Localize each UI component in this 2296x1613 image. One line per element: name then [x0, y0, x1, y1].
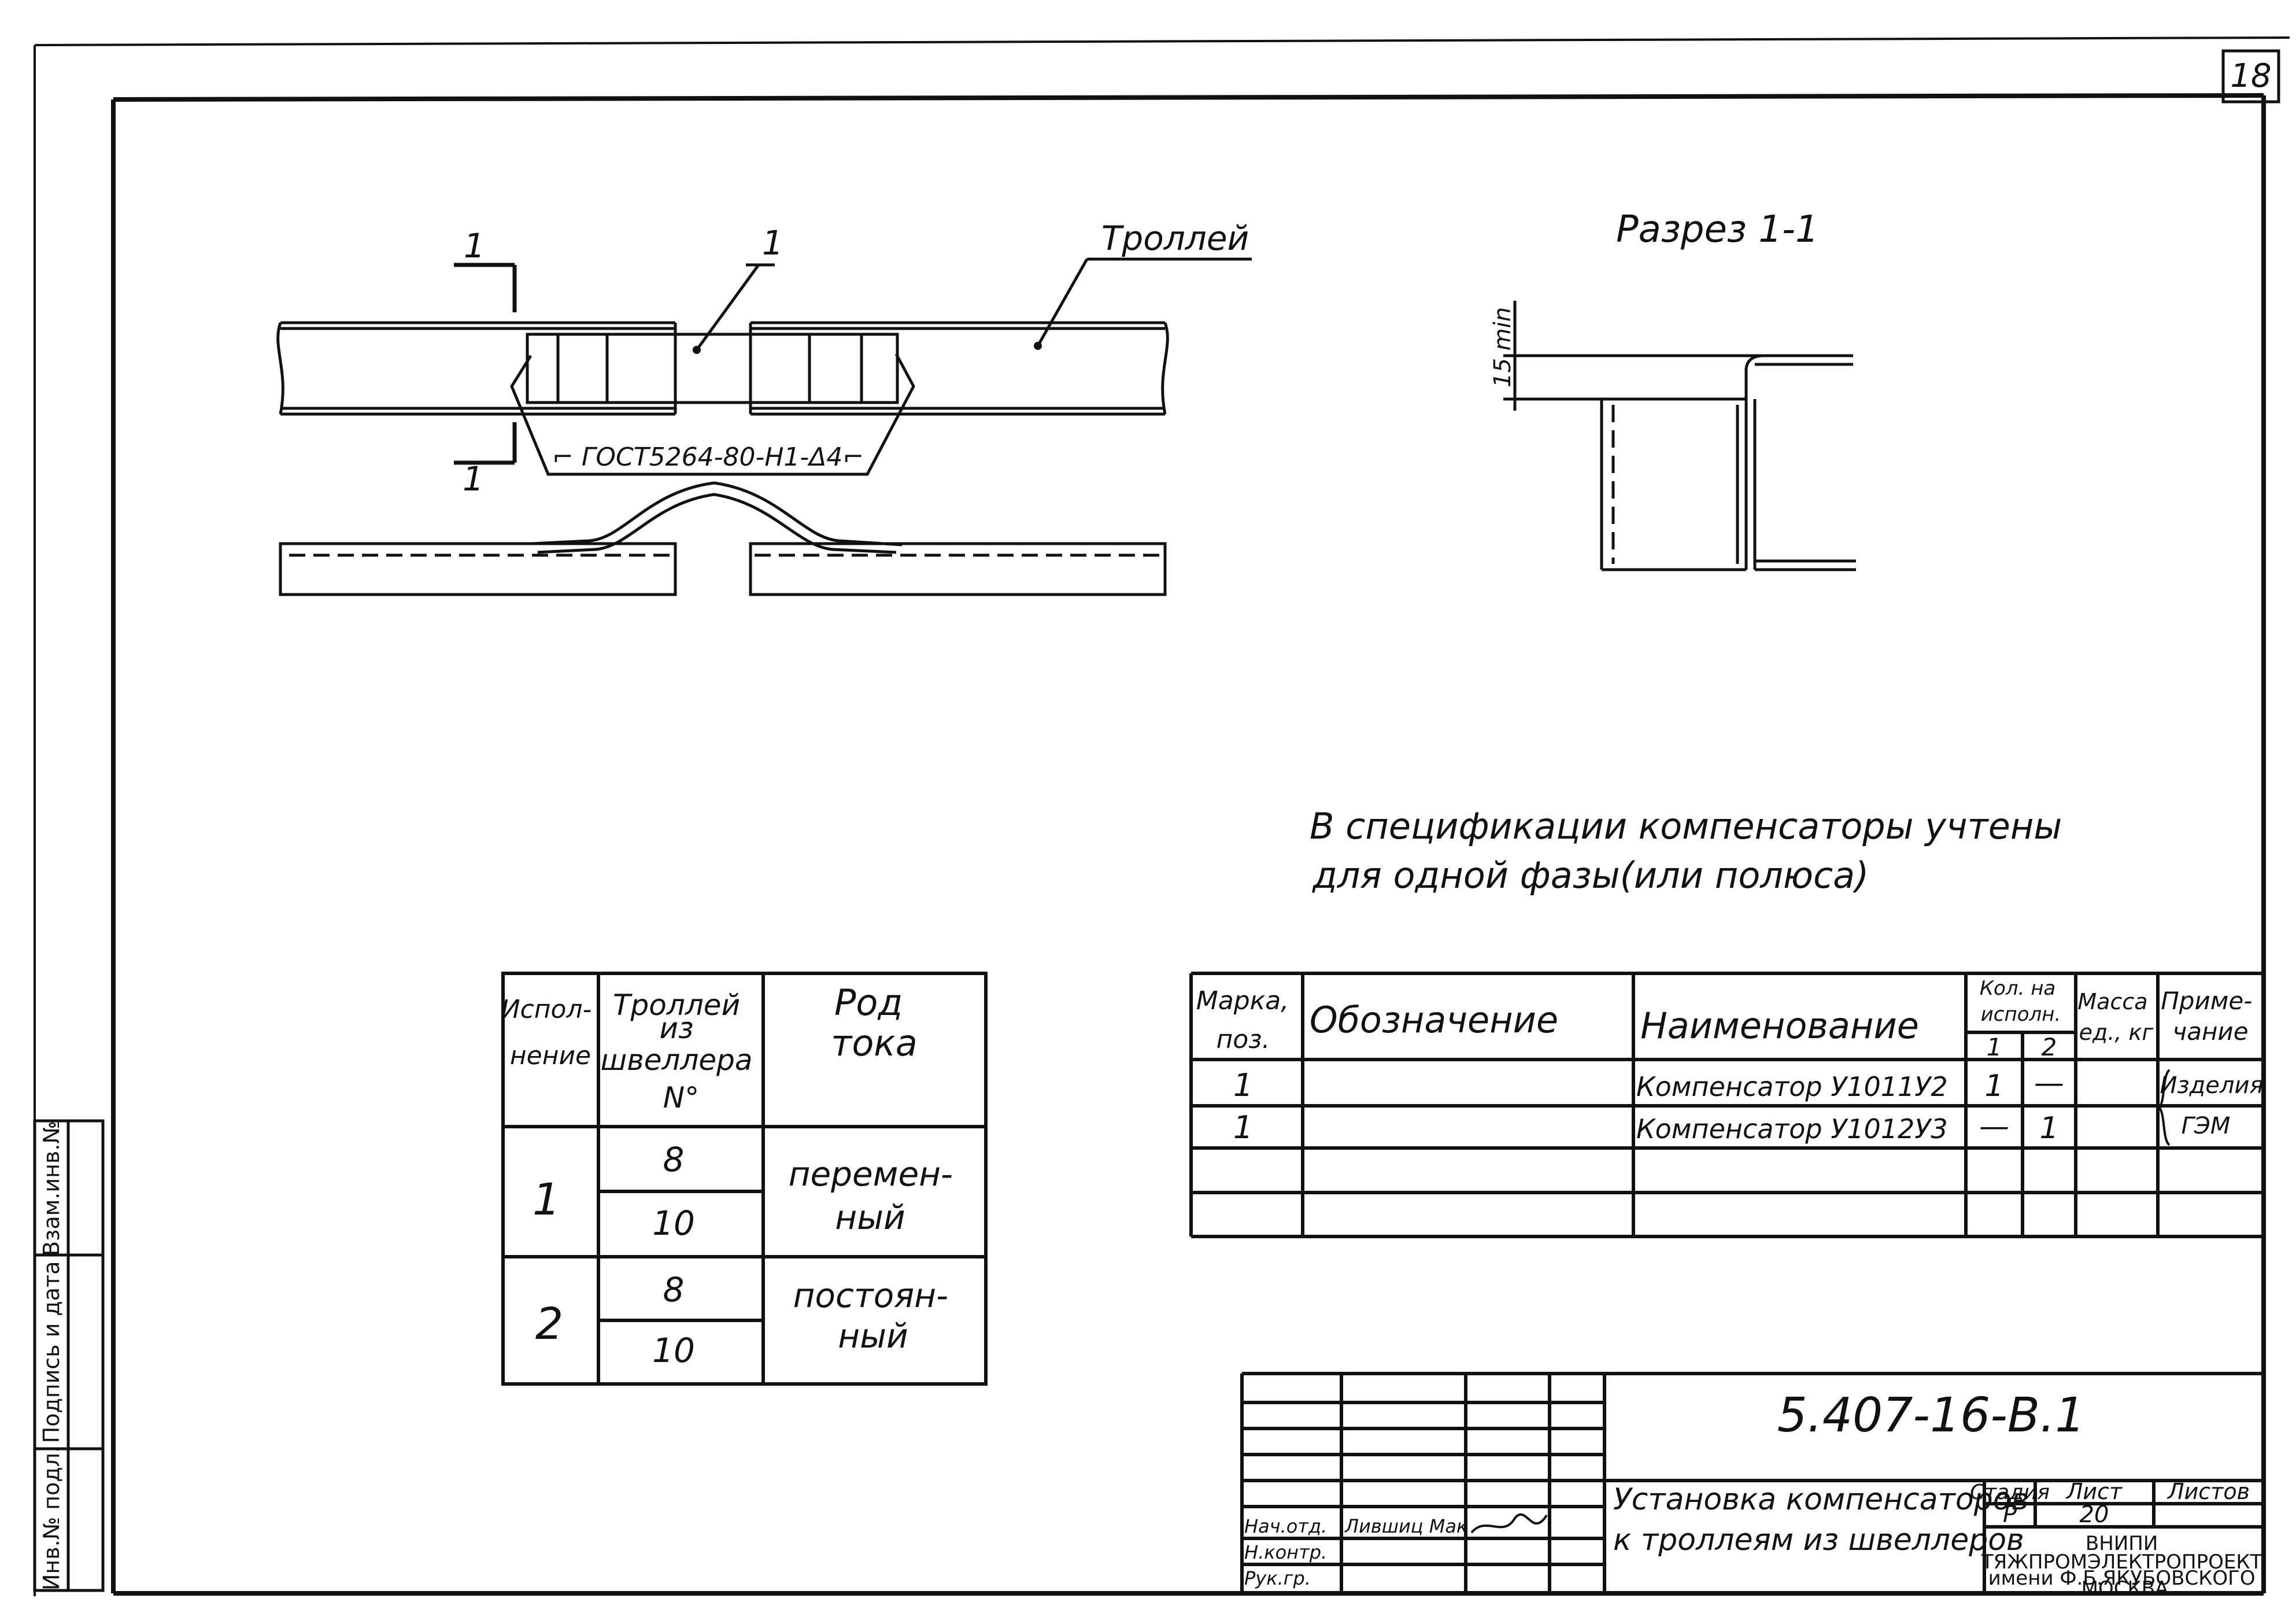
execution-table-text: Испол- нение Троллей из швеллера N° Род … [501, 981, 964, 1370]
dimension-label: 15 min [1489, 307, 1516, 387]
spec-note-line1: В спецификации компенсаторы учтены [1310, 805, 2062, 847]
spec-row2-q2: 1 [2039, 1111, 2058, 1146]
exec-header-current: Род тока [831, 981, 918, 1064]
page-number: 18 [2230, 57, 2271, 95]
sheets-label: Листов [2166, 1479, 2250, 1504]
exec-header-trolley: Троллей из швеллера N° [601, 988, 762, 1114]
side-view [279, 481, 1167, 596]
spec-row2-mark: 1 [1233, 1109, 1253, 1146]
margin-stamp [33, 1119, 105, 1592]
stage-label: Стадия [1970, 1481, 2050, 1504]
stamp-label-replace: Взам.инв.№ [39, 1121, 64, 1256]
spec-header-qty: Кол. на исполн. [1980, 977, 2062, 1026]
exec-row2-channel-a: 8 [663, 1270, 685, 1309]
spec-header-mass: Масса ед., кг [2077, 989, 2154, 1045]
weld-note: ⌐ ГОСТ5264-80-Н1-Δ4⌐ [552, 442, 864, 472]
spec-note-line2: для одной фазы(или полюса) [1312, 854, 1869, 896]
sheet-value: 20 [2080, 1501, 2109, 1528]
exec-row1-number: 1 [533, 1173, 560, 1225]
spec-row1-note: Изделия [2160, 1072, 2263, 1099]
section-mark-top: 1 [464, 226, 485, 265]
spec-table [1189, 972, 2264, 1238]
title-block-text: 5.407-16-В.1 Установка компенсаторов к т… [1244, 1388, 2268, 1600]
spec-row2-q1: — [1979, 1109, 2009, 1144]
document-code: 5.407-16-В.1 [1777, 1388, 2086, 1443]
sheet-frame [34, 36, 2290, 1596]
spec-header-designation: Обозначение [1310, 999, 1558, 1041]
exec-row2-channel-b: 10 [652, 1331, 695, 1370]
sheet-label: Лист [2065, 1479, 2123, 1504]
execution-table [501, 972, 988, 1386]
stamp-label-inv: Инв.№ подл. [39, 1446, 64, 1590]
signature-name-1: Лившиц Мак [1344, 1515, 1468, 1537]
exec-header-execution: Испол- нение [501, 995, 600, 1071]
stage-value: Р [2003, 1501, 2017, 1528]
section-1-1 [1503, 301, 1856, 571]
exec-row2-number: 2 [535, 1298, 563, 1349]
spec-header-note: Приме- чание [2161, 987, 2260, 1046]
exec-row1-current: перемен- ный [789, 1154, 964, 1237]
spec-header-qty-1: 1 [1987, 1033, 2002, 1061]
spec-header-mark: Марка, поз. [1196, 986, 1297, 1054]
section-title: Разрез 1-1 [1616, 208, 1819, 251]
position-label: 1 [762, 223, 783, 263]
signature-role-2: Н.контр. [1244, 1541, 1327, 1563]
trolley-label: Троллей [1101, 219, 1249, 258]
title-block [1240, 1372, 2264, 1593]
organization: ВНИПИ ТЯЖПРОМЭЛЕКТРОПРОЕКТ имени Ф.Б.ЯКУ… [1981, 1532, 2268, 1600]
note-brace [2158, 1069, 2171, 1146]
exec-row2-current: постоян- ный [793, 1276, 959, 1356]
plan-view [276, 257, 1252, 476]
exec-row1-channel-b: 10 [652, 1204, 695, 1243]
spec-row2-name: Компенсатор У1012У3 [1636, 1113, 1948, 1145]
exec-row1-channel-a: 8 [663, 1140, 685, 1179]
spec-row2-note: ГЭМ [2182, 1113, 2231, 1139]
signature-role-1: Нач.отд. [1244, 1515, 1327, 1537]
spec-row1-q1: 1 [1984, 1069, 2003, 1103]
section-mark-bottom: 1 [463, 459, 484, 499]
signature-role-3: Рук.гр. [1244, 1567, 1311, 1589]
spec-header-name: Наименование [1640, 1005, 1919, 1047]
spec-header-qty-2: 2 [2042, 1033, 2057, 1061]
stamp-label-sign: Подпись и дата [39, 1261, 64, 1444]
spec-row1-name: Компенсатор У1011У2 [1636, 1071, 1948, 1102]
spec-row1-mark: 1 [1233, 1067, 1253, 1103]
signature-scribble [1470, 1513, 1548, 1534]
spec-table-text: Марка, поз. Обозначение Наименование Кол… [1196, 977, 2264, 1146]
spec-row1-q2: — [2034, 1066, 2064, 1101]
document-title: Установка компенсаторов к троллеям из шв… [1613, 1482, 2039, 1557]
